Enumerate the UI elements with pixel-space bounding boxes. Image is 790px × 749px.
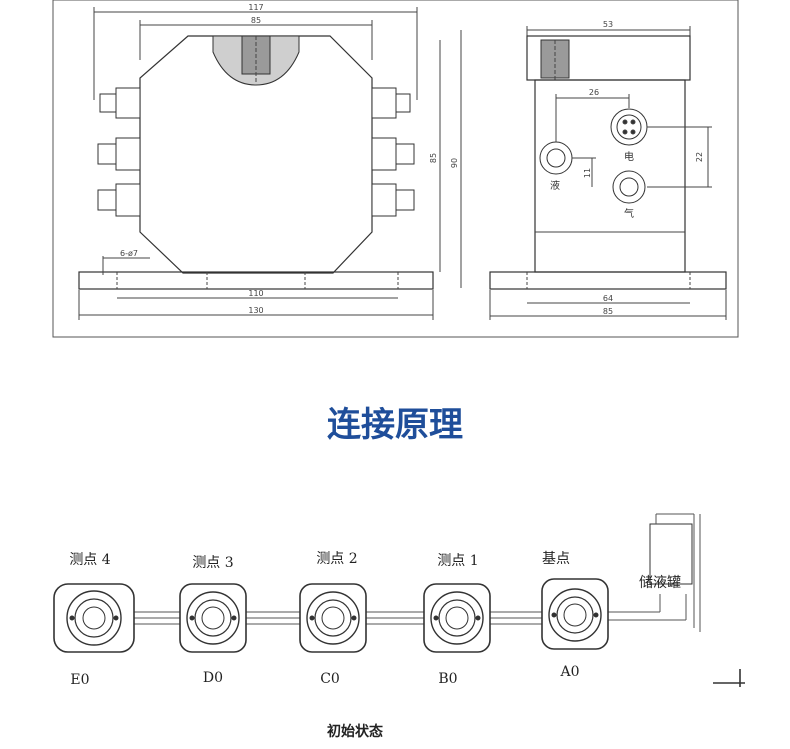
point-name-e0: 测点 4 — [69, 552, 110, 568]
point-id-e0: E0 — [70, 672, 89, 688]
dim-overall-width: 117 — [248, 3, 263, 12]
tank-label: 储液罐 — [639, 575, 681, 591]
port-gas-label: 气 — [624, 207, 634, 220]
point-id-d0: D0 — [203, 670, 223, 686]
schematic-caption: 初始状态 — [327, 723, 383, 740]
sensor-e0 — [53, 583, 135, 653]
point-name-c0: 测点 2 — [316, 551, 357, 567]
point-name-a0: 基点 — [542, 550, 570, 567]
dim-holes: 6-ø7 — [120, 249, 138, 258]
dim-port-spacing-h: 26 — [589, 88, 599, 97]
side-view — [489, 26, 727, 320]
sensor-d0 — [179, 583, 247, 653]
point-id-b0: B0 — [438, 671, 457, 687]
front-view — [78, 7, 462, 320]
dim-offset: 11 — [583, 168, 592, 178]
point-id-a0: A0 — [559, 664, 579, 680]
section-title: 连接原理 — [327, 405, 463, 445]
dim-height-total: 90 — [450, 158, 459, 168]
schematic: 测点 4 测点 3 测点 2 测点 1 基点 E0 D0 C0 B0 A0 储液… — [53, 513, 745, 740]
sensor-b0 — [423, 583, 491, 653]
dim-port-spacing-v: 22 — [695, 152, 704, 162]
dim-hole-spacing: 110 — [248, 289, 263, 298]
dim-height-inner: 85 — [429, 153, 438, 163]
port-liquid-label: 液 — [550, 179, 560, 192]
sensor-c0 — [299, 583, 367, 653]
sensor-a0 — [541, 578, 609, 650]
dim-base-length: 130 — [248, 306, 263, 315]
port-power-label: 电 — [624, 150, 634, 163]
dim-side-hole-spacing: 64 — [603, 294, 613, 303]
dim-side-top-width: 53 — [603, 20, 613, 29]
point-name-b0: 测点 1 — [437, 553, 478, 569]
point-name-d0: 测点 3 — [192, 555, 233, 571]
dim-inner-width: 85 — [251, 16, 261, 25]
point-id-c0: C0 — [320, 671, 340, 687]
drawing-frame — [52, 0, 739, 338]
dim-side-base-length: 85 — [603, 307, 613, 316]
